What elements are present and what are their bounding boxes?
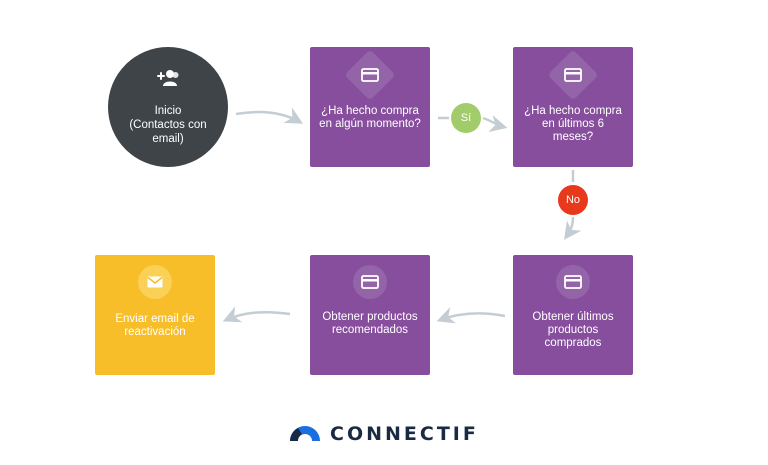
- email-badge: [138, 265, 172, 299]
- yes-branch-label: Sí: [451, 103, 481, 133]
- start-label-line-2: (Contactos con: [129, 119, 207, 131]
- add-contacts-icon: [156, 69, 180, 92]
- action-recommended-products[interactable]: Obtener productos recomendados: [310, 255, 430, 375]
- decision-badge: [547, 49, 599, 101]
- action-send-email[interactable]: Enviar email de reactivación: [95, 255, 215, 375]
- arrow-start-to-decision1: [235, 107, 304, 124]
- credit-card-icon: [564, 68, 582, 82]
- arrow-no-to-action: [563, 216, 582, 240]
- action-recommended-label: Obtener productos recomendados: [322, 311, 418, 336]
- credit-card-icon: [361, 275, 379, 289]
- decision-badge: [344, 49, 396, 101]
- action-badge: [556, 265, 590, 299]
- connectif-wordmark: CONNECTIF: [330, 423, 479, 445]
- credit-card-icon: [564, 275, 582, 289]
- action-send-email-label: Enviar email de reactivación: [115, 313, 195, 338]
- decision-purchase-ever-label: ¿Ha hecho compra en algún momento?: [319, 105, 421, 130]
- connectif-logo: CONNECTIF: [288, 421, 479, 447]
- arrow-action-to-recommended: [436, 306, 506, 324]
- decision-purchase-6-months-label: ¿Ha hecho compra en últimos 6 meses?: [524, 105, 622, 143]
- action-badge: [353, 265, 387, 299]
- envelope-icon: [147, 276, 163, 288]
- connectif-logo-mark: [288, 422, 322, 447]
- start-node-label: Inicio (Contactos con email): [118, 104, 218, 146]
- decision-purchase-ever[interactable]: ¿Ha hecho compra en algún momento?: [310, 47, 430, 167]
- start-label-line-3: email): [152, 133, 184, 145]
- action-last-products[interactable]: Obtener últimos productos comprados: [513, 255, 633, 375]
- no-branch-label: No: [558, 185, 588, 215]
- decision-purchase-6-months[interactable]: ¿Ha hecho compra en últimos 6 meses?: [513, 47, 633, 167]
- start-node[interactable]: Inicio (Contactos con email): [108, 47, 228, 167]
- arrow-recommended-to-email: [222, 306, 291, 323]
- credit-card-icon: [361, 68, 379, 82]
- action-last-products-label: Obtener últimos productos comprados: [532, 311, 614, 349]
- arrow-yes-to-decision2: [482, 115, 508, 133]
- start-label-line-1: Inicio: [154, 105, 182, 117]
